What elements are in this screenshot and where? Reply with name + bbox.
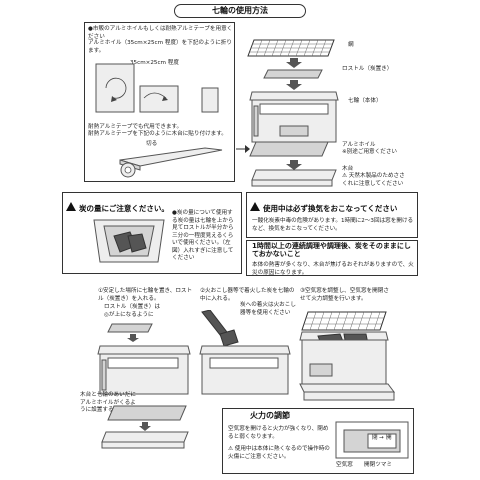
step-foil-text: 木台と七輪のあいだにアルミホイルがくるように設置する <box>80 392 136 414</box>
exploded-view <box>247 39 339 187</box>
ventilation-panel <box>246 192 418 238</box>
arrow-label: → <box>379 435 384 441</box>
prep-text-1: ●市販のアルミホイルもしくは耐熱アルミテープを用意ください <box>88 26 233 40</box>
net-label: 網 <box>348 42 354 48</box>
cut-label: 切る <box>146 141 158 147</box>
charcoal-topview-illustration <box>93 219 165 263</box>
arrow-right-icon <box>236 145 250 153</box>
page-title: 七輪の使用方法 <box>174 4 306 18</box>
down-arrow-icon-4 <box>286 160 302 170</box>
step-1-text: ①安定した場所に七輪を置き、ロストル（炭置き）を入れる。 <box>98 288 193 302</box>
tape-illustration <box>119 147 223 178</box>
fold-arrow-icon <box>105 77 127 99</box>
foil-note: ※別途ご用意ください <box>342 149 398 155</box>
step-1-note: ロストル（炭置き）は◎が上になるように <box>104 304 160 318</box>
heat-heading: 火力の調節 <box>250 411 290 420</box>
down-arrow-icon-2 <box>286 80 302 90</box>
foil-base-illustration <box>101 405 189 449</box>
step-2-text: ②火おこし器等で着火した炭を七輪の中に入れる。 <box>200 288 295 302</box>
foil-sheet <box>95 63 135 113</box>
body-illustration <box>249 91 339 143</box>
air-window <box>309 363 333 377</box>
foil-folded <box>201 87 219 113</box>
rostle-piece <box>107 323 153 333</box>
ventilation-heading: 使用中は必ず換気をおこなってください <box>250 196 416 215</box>
foil-half <box>139 85 179 113</box>
rostle-label: ロストル（炭置き） <box>342 66 393 72</box>
prep-text-4: 耐熱アルミテープを下記のように木台に貼り付けます。 <box>88 131 227 137</box>
charcoal-warning-heading: 炭の量にご注意ください。 <box>66 196 169 215</box>
down-arrow-icon <box>286 58 302 68</box>
air-window-diagram <box>335 421 409 459</box>
rostle-illustration <box>263 69 323 79</box>
continuous-heading: 1時間以上の連続調理や調理後、炭をそのままにしておかないこと <box>252 242 411 259</box>
continuous-panel <box>246 240 418 276</box>
base-label: 木台 <box>342 166 354 172</box>
step-1-illustration <box>97 323 191 395</box>
open-label: 開 <box>386 435 392 441</box>
heat-text-2: ⚠ 使用中は本体に熱くなるので操作時の火傷にご注意ください。 <box>228 446 330 460</box>
foil-illustration <box>249 141 329 157</box>
ventilation-text: 一酸化炭素中毒の危険があります。1時間に2～3回は窓を開けるなど、換気をおこなっ… <box>252 218 414 232</box>
step-2-note: 炭への着火は火おこし器等を使用ください <box>240 302 296 316</box>
warning-icon <box>66 202 76 211</box>
base-illustration <box>251 169 337 181</box>
size-label: 35cm×25cm 程度 <box>130 60 179 66</box>
step-2-illustration <box>199 310 291 395</box>
foil-fold-illustration <box>95 63 219 113</box>
prep-text-3: 耐熱アルミテープでも代用できます。 <box>88 124 183 130</box>
air-window-label: 空気窓 <box>336 462 353 468</box>
step-3-illustration <box>299 311 395 401</box>
body-label: 七輪（本体） <box>348 98 382 104</box>
continuous-text: 本体の熱害が多くなり、木台が焦げるおそれがありますので、火災の原因になります。 <box>252 262 414 276</box>
step-3-text: ③空気窓を調整し、空気窓を開閉させて火力調整を行います。 <box>300 288 389 302</box>
base-note: ⚠ 天然木製品のためささくれに注意してください <box>342 173 405 187</box>
net-illustration <box>247 39 335 57</box>
foil-label: アルミホイル <box>342 142 376 148</box>
prep-text-2: アルミホイル（35cm×25cm 程度）を下記のように折ります。 <box>88 40 232 54</box>
charcoal-warning-text: ●炭の量について使用する炭の量は七輪を上から見てロストルが半分から三分の一程度見… <box>172 210 234 262</box>
warning-icon-2 <box>250 202 260 211</box>
heat-text-1: 空気窓を開けると火力が強くなり、閉めると弱くなります。 <box>228 426 329 440</box>
close-label: 閉 <box>372 435 378 441</box>
knob-label: 開閉ツマミ <box>364 462 392 468</box>
